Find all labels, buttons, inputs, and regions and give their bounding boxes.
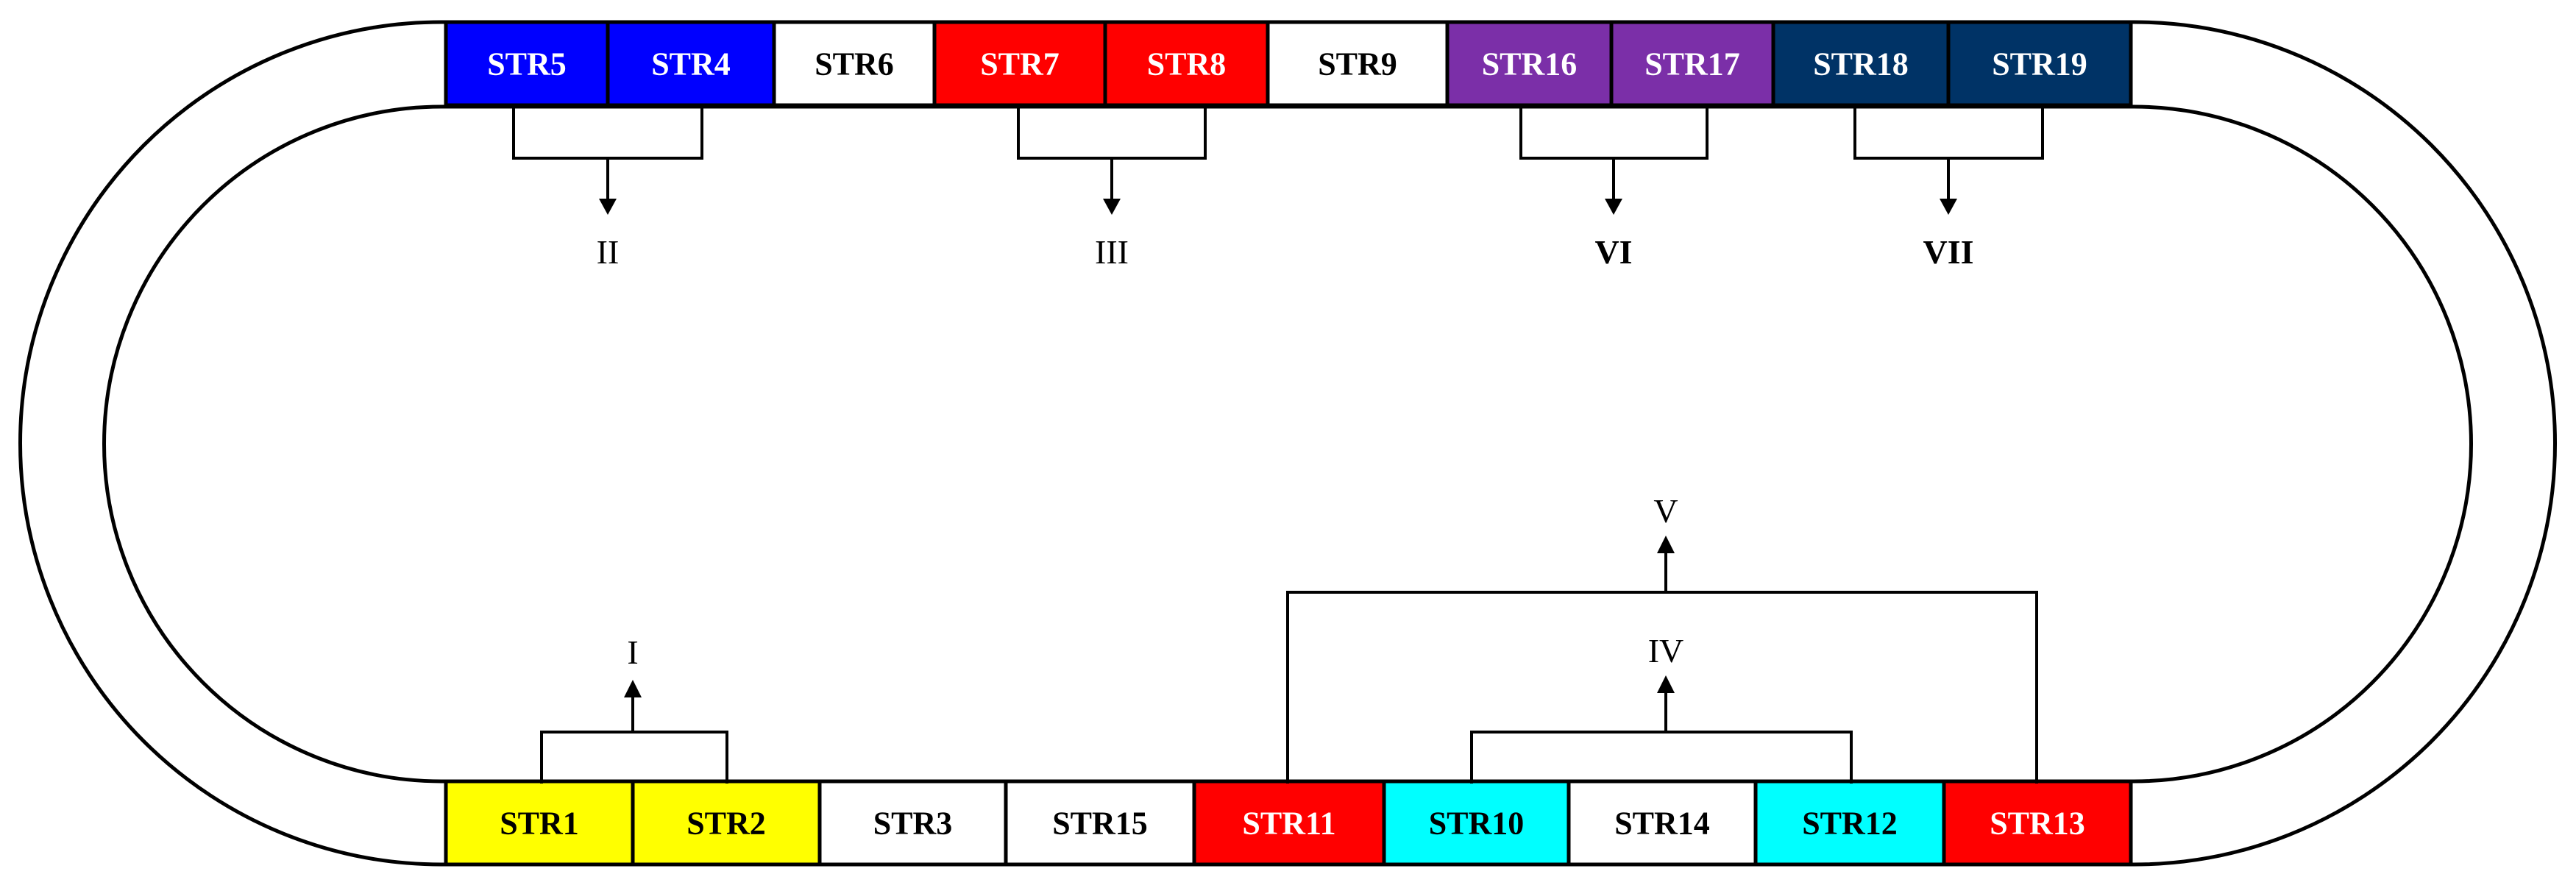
bottom-box-str14: STR14 bbox=[1566, 779, 1758, 867]
top-box-row: STR5 STR4 STR6 STR7 STR8 STR9 STR16 STR17 STR18 S… bbox=[444, 20, 2133, 107]
top-box-str5: STR5 bbox=[444, 20, 610, 107]
box-fill bbox=[932, 20, 1107, 107]
box-label: STR18 bbox=[1813, 46, 1909, 82]
bracket-group-v bbox=[1286, 591, 2038, 784]
box-fill bbox=[1192, 779, 1386, 867]
box-label: STR13 bbox=[1990, 806, 2085, 842]
box-fill bbox=[1445, 20, 1614, 107]
box-fill bbox=[1266, 20, 1450, 107]
bracket-group-iv bbox=[1470, 731, 1853, 784]
box-label: STR17 bbox=[1644, 46, 1740, 82]
top-box-str18: STR18 bbox=[1771, 20, 1951, 107]
arrowhead-group-i bbox=[624, 680, 642, 697]
box-label: STR16 bbox=[1482, 46, 1578, 82]
group-label-i: I bbox=[627, 633, 638, 671]
box-label: STR15 bbox=[1052, 806, 1148, 842]
group-label-v: V bbox=[1653, 492, 1678, 530]
arrowhead-group-ii bbox=[599, 199, 617, 215]
top-box-str9: STR9 bbox=[1266, 20, 1450, 107]
group-label-vi: VI bbox=[1594, 233, 1632, 271]
box-label: STR14 bbox=[1614, 806, 1710, 842]
box-label: STR7 bbox=[980, 46, 1060, 82]
top-box-str8: STR8 bbox=[1103, 20, 1270, 107]
group-label-iii: III bbox=[1095, 233, 1129, 271]
bottom-box-str3: STR3 bbox=[817, 779, 1008, 867]
box-fill bbox=[1004, 779, 1196, 867]
box-label: STR8 bbox=[1147, 46, 1227, 82]
bottom-box-str2: STR2 bbox=[631, 779, 822, 867]
box-label: STR1 bbox=[500, 806, 579, 842]
box-label: STR11 bbox=[1242, 806, 1335, 842]
box-label: STR3 bbox=[873, 806, 953, 842]
box-label: STR6 bbox=[815, 46, 894, 82]
top-box-str19: STR19 bbox=[1946, 20, 2133, 107]
bottom-box-str10: STR10 bbox=[1382, 779, 1571, 867]
top-box-str16: STR16 bbox=[1445, 20, 1614, 107]
box-fill bbox=[772, 20, 937, 107]
box-label: STR12 bbox=[1802, 806, 1898, 842]
outer-track bbox=[18, 20, 2557, 867]
bottom-box-str11: STR11 bbox=[1192, 779, 1386, 867]
box-label: STR9 bbox=[1318, 46, 1397, 82]
box-label: STR19 bbox=[1992, 46, 2087, 82]
bottom-box-str12: STR12 bbox=[1753, 779, 1946, 867]
arrowheads bbox=[599, 199, 1957, 697]
top-box-str4: STR4 bbox=[606, 20, 776, 107]
bottom-box-str15: STR15 bbox=[1004, 779, 1196, 867]
bottom-box-str13: STR13 bbox=[1942, 779, 2133, 867]
group-label-vii: VII bbox=[1923, 233, 1973, 271]
bracket-group-vii bbox=[1853, 107, 2044, 160]
group-connectors bbox=[512, 107, 2044, 784]
box-label: STR5 bbox=[487, 46, 567, 82]
top-box-str7: STR7 bbox=[932, 20, 1107, 107]
arrowhead-group-vi bbox=[1605, 199, 1622, 215]
box-fill bbox=[1942, 779, 2133, 867]
box-fill bbox=[1946, 20, 2133, 107]
bracket-group-i bbox=[540, 731, 728, 784]
group-label-iv: IV bbox=[1648, 632, 1684, 669]
bottom-box-str1: STR1 bbox=[444, 779, 635, 867]
arrowhead-group-iv bbox=[1657, 675, 1675, 693]
bracket-group-iii bbox=[1017, 107, 1207, 160]
arrowhead-group-iii bbox=[1103, 199, 1121, 215]
arrowhead-group-vii bbox=[1940, 199, 1957, 215]
bracket-group-vi bbox=[1519, 107, 1709, 160]
top-box-str17: STR17 bbox=[1609, 20, 1775, 107]
box-label: STR4 bbox=[651, 46, 731, 82]
top-box-str6: STR6 bbox=[772, 20, 937, 107]
arrowhead-group-v bbox=[1657, 536, 1675, 553]
box-fill bbox=[1566, 779, 1758, 867]
inner-track bbox=[102, 104, 2473, 784]
bracket-group-ii bbox=[512, 107, 703, 160]
box-label: STR10 bbox=[1429, 806, 1525, 842]
bottom-box-row: STR1 STR2 STR3 STR15 STR11 STR10 STR14 STR12 STR… bbox=[444, 779, 2133, 867]
group-label-ii: II bbox=[597, 233, 620, 271]
box-fill bbox=[1771, 20, 1951, 107]
box-label: STR2 bbox=[686, 806, 766, 842]
box-fill bbox=[1609, 20, 1775, 107]
box-fill bbox=[444, 779, 635, 867]
box-fill bbox=[1382, 779, 1571, 867]
